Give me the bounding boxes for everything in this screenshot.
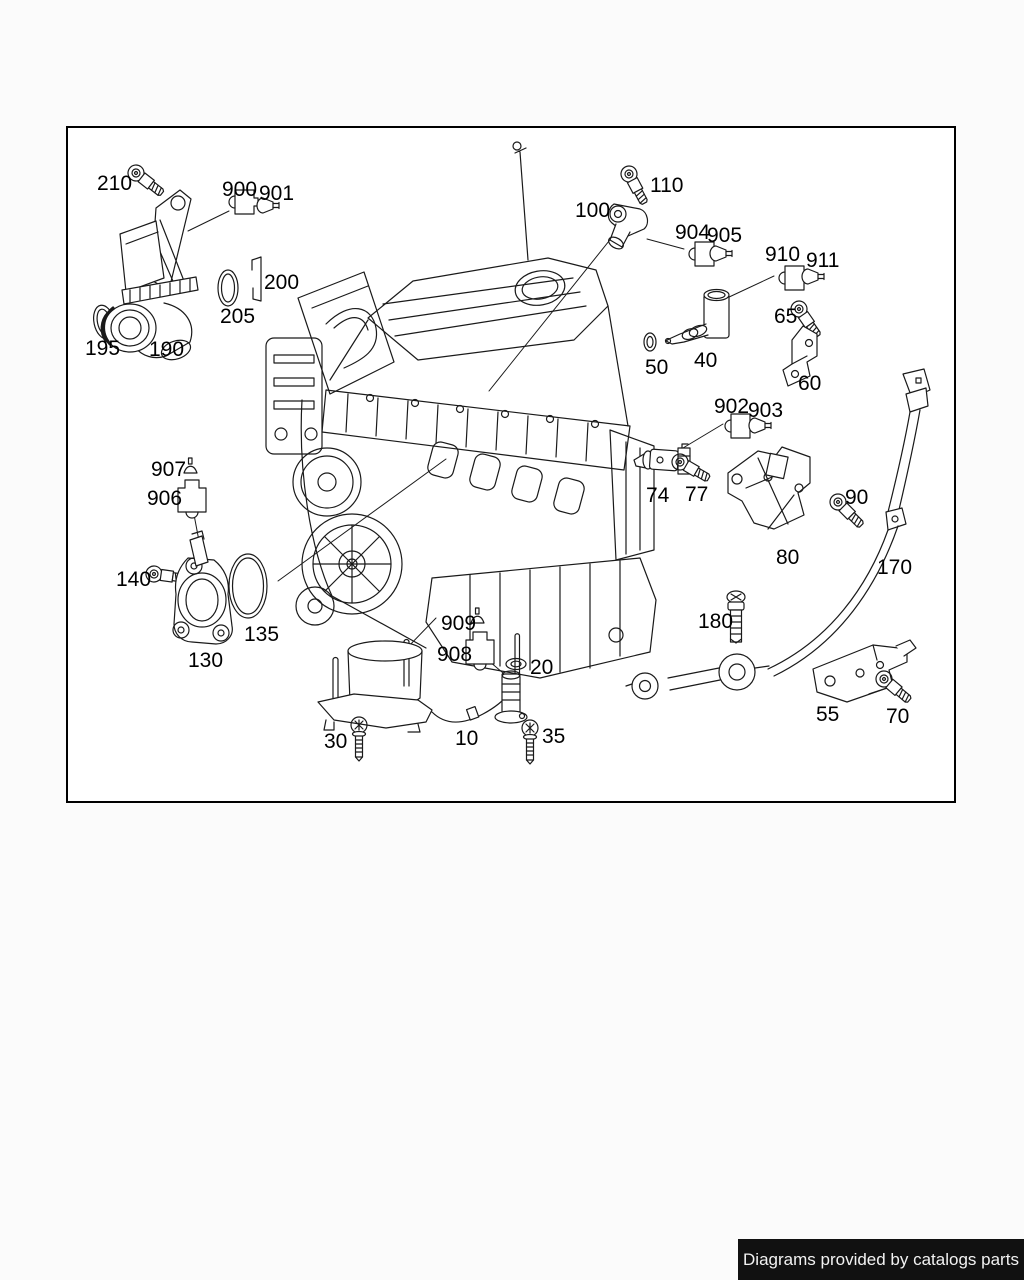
callout-908: 908: [437, 643, 473, 666]
callout-110: 110: [650, 174, 684, 197]
part-55-plate-icon: [812, 639, 917, 703]
callout-55: 55: [816, 703, 840, 726]
part-170-harness-icon: [625, 368, 931, 700]
part-10-oil-level-sensor-icon: [317, 633, 528, 733]
callout-200: 200: [264, 271, 300, 294]
part-40-sensor-icon: [664, 288, 730, 345]
callout-50: 50: [645, 356, 669, 379]
callout-907: 907: [151, 458, 187, 481]
callout-906: 906: [147, 487, 183, 510]
part-200-clip-icon: [251, 256, 262, 302]
leader-lines: [187, 210, 775, 679]
part-190-thermostat-housing-icon: [100, 189, 199, 361]
callout-901: 901: [259, 182, 295, 205]
callout-77: 77: [685, 483, 709, 506]
callout-180: 180: [698, 610, 734, 633]
footer-credit-bar: Diagrams provided by catalogs parts: [738, 1239, 1024, 1280]
callout-140: 140: [116, 568, 152, 591]
callout-170: 170: [877, 556, 913, 579]
callout-903: 903: [748, 399, 784, 422]
callout-10: 10: [455, 727, 479, 750]
part-60-bracket-icon: [782, 325, 818, 387]
callout-35: 35: [542, 725, 566, 748]
part-80-bracket-icon: [727, 446, 811, 530]
callout-909: 909: [441, 612, 477, 635]
part-20-seal-washer-icon: [505, 657, 527, 671]
callout-130: 130: [188, 649, 224, 672]
callout-135: 135: [244, 623, 280, 646]
part-130-camshaft-magnet-icon: [172, 530, 233, 645]
callout-65: 65: [774, 305, 798, 328]
callout-40: 40: [694, 349, 718, 372]
callout-30: 30: [324, 730, 348, 753]
engine-parts-artwork: [92, 141, 931, 765]
callout-74: 74: [646, 484, 670, 507]
part-135-o-ring-icon: [228, 553, 268, 619]
part-35-screw-icon: [521, 719, 539, 765]
callout-195: 195: [85, 337, 121, 360]
part-110-bolt-icon: [617, 162, 653, 208]
part-205-o-ring-icon: [217, 269, 239, 307]
callout-905: 905: [707, 224, 743, 247]
engine-illustration: [265, 141, 657, 679]
callout-902: 902: [714, 395, 750, 418]
callout-100: 100: [575, 199, 611, 222]
part-50-o-ring-icon: [643, 332, 657, 352]
callout-911: 911: [806, 249, 840, 272]
callout-205: 205: [220, 305, 256, 328]
callout-90: 90: [845, 486, 869, 509]
callout-904: 904: [675, 221, 711, 244]
callout-60: 60: [798, 372, 822, 395]
part-906-connector-icon: [177, 479, 207, 519]
callout-20: 20: [530, 656, 554, 679]
callout-80: 80: [776, 546, 800, 569]
part-180-bolt-icon: [726, 590, 746, 644]
callout-900: 900: [222, 178, 258, 201]
part-100-camshaft-sensor-icon: [607, 203, 649, 250]
callout-910: 910: [765, 243, 801, 266]
part-905-plug-icon: [709, 245, 733, 262]
footer-credit-text: Diagrams provided by catalogs parts: [743, 1249, 1019, 1269]
callout-210: 210: [97, 172, 133, 195]
diagram-canvas: 210 900 901 200 205 195 190 110 100 904 …: [66, 126, 956, 803]
callout-190: 190: [149, 338, 185, 361]
callout-70: 70: [886, 705, 910, 728]
